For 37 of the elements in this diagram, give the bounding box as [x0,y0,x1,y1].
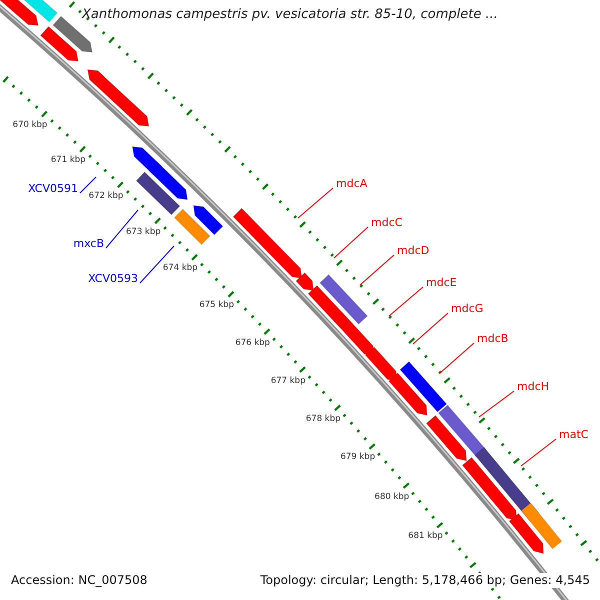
tick-label: 672 kbp [88,190,124,201]
tick-label: 675 kbp [199,300,234,310]
tick-label: 680 kbp [374,492,410,502]
gene-label: XCV0593 [88,272,138,285]
leader-line [140,246,174,284]
leader-line [520,438,556,466]
leader-line [80,176,96,194]
tick-label: 676 kbp [235,338,270,348]
leader-line [360,254,394,286]
leader-line [412,312,448,344]
tick-label: 673 kbp [126,226,161,237]
gene-label: mdcA [336,177,368,190]
tick-label: 679 kbp [340,452,376,462]
gene-label: mdcG [451,302,484,315]
leader-line [478,390,514,418]
tick-label: 670 kbp [12,120,48,130]
gene-label: XCV0591 [28,182,78,195]
title: Xanthomonas campestris pv. vesicatoria str. 85-10, complete ... [82,7,498,22]
leader-line [440,342,474,374]
genome-info-text: Topology: circular; Length: 5,178,466 bp; Genes: 4,545 [258,573,592,588]
leader-line [388,286,424,316]
leader-line [334,226,368,258]
gene-label: mxcB [73,237,104,250]
tick-label: 678 kbp [306,414,341,424]
gene-label: mdcB [477,332,508,345]
gene-label: mdcD [397,244,430,257]
gene-label: mdcC [371,216,402,229]
leader-line [298,188,334,218]
gene-label: matC [559,428,588,441]
tick-label: 671 kbp [50,155,86,166]
tick-label: 677 kbp [270,376,306,386]
tick-label: 674 kbp [162,263,198,274]
gene-label: mdcH [517,380,550,393]
gene-label: mdcE [426,276,457,289]
tick-label: 681 kbp [408,531,443,542]
accession-text: Accession: NC_007508 [9,573,150,588]
leader-line [106,210,138,248]
